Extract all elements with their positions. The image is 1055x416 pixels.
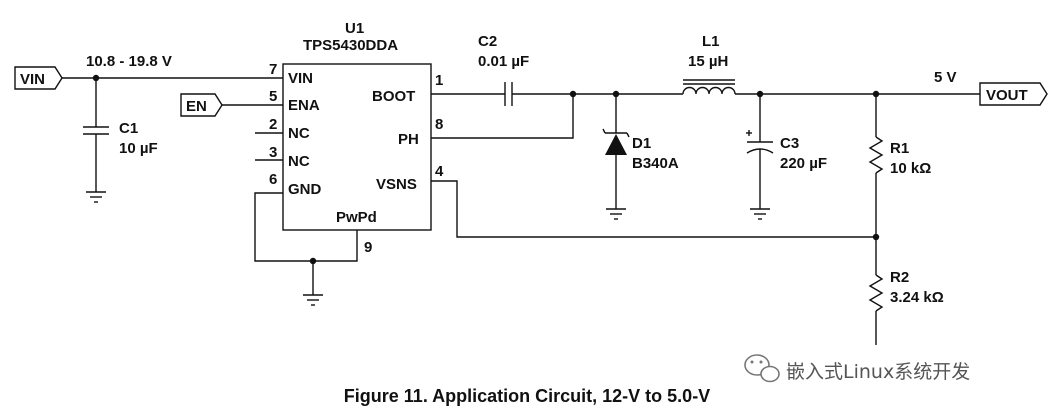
vin-port: VIN [14, 66, 63, 90]
pin2-name: NC [288, 125, 310, 142]
vout-rail-label: 5 V [934, 69, 957, 86]
ph-junction [569, 90, 577, 98]
vout-port-label: VOUT [986, 87, 1028, 104]
pin8-num: 8 [435, 116, 443, 133]
pin2-num: 2 [269, 116, 277, 133]
wechat-watermark: 嵌入式Linux系统开发 [744, 354, 970, 383]
pin3-name: NC [288, 153, 310, 170]
c3-capacitor [746, 94, 774, 220]
l1-ref: L1 [702, 33, 720, 50]
r1-ref: R1 [890, 140, 909, 157]
r2-ref: R2 [890, 269, 909, 286]
pin5-num: 5 [269, 88, 277, 105]
vin-range-label: 10.8 - 19.8 V [86, 53, 172, 70]
c3-ref: C3 [780, 135, 799, 152]
en-port: EN [180, 93, 223, 117]
gnd-loop-wire [254, 192, 358, 262]
d1-ref: D1 [632, 135, 651, 152]
pin1-name: BOOT [372, 88, 415, 105]
pin7-num: 7 [269, 61, 277, 78]
r1-value: 10 kΩ [890, 160, 931, 177]
c1-ref: C1 [119, 120, 138, 137]
ic-ground-symbol [303, 261, 323, 306]
watermark-text: 嵌入式Linux系统开发 [786, 361, 970, 383]
pin6-name: GND [288, 181, 322, 198]
d1-diode [602, 94, 630, 220]
pin1-num: 1 [435, 72, 443, 89]
pin5-name: ENA [288, 97, 320, 114]
ph-wire [431, 94, 574, 139]
pin7-name: VIN [288, 70, 313, 87]
en-port-label: EN [186, 98, 207, 115]
c3-value: 220 µF [780, 155, 827, 172]
l1-inductor [682, 79, 736, 95]
r2-resistor [868, 237, 884, 345]
l1-value: 15 µH [688, 53, 728, 70]
pin4-name: VSNS [376, 176, 417, 193]
c2-ref: C2 [478, 33, 497, 50]
pwpd-name: PwPd [336, 209, 377, 226]
d1-value: B340A [632, 155, 679, 172]
pin3-num: 3 [269, 144, 277, 161]
pin6-num: 6 [269, 171, 277, 188]
c1-value: 10 µF [119, 140, 158, 157]
vout-port: VOUT [979, 82, 1048, 106]
figure-caption: Figure 11. Application Circuit, 12-V to … [344, 386, 710, 406]
pin8-name: PH [398, 131, 419, 148]
pin4-num: 4 [435, 163, 444, 180]
c2-value: 0.01 µF [478, 53, 529, 70]
u1-part: TPS5430DDA [303, 37, 398, 54]
c1-capacitor [83, 78, 109, 203]
pin9-num: 9 [364, 239, 372, 256]
r1-resistor [868, 94, 884, 237]
c2-capacitor [504, 82, 513, 106]
vsns-wire [431, 180, 876, 238]
u1-ref: U1 [345, 20, 364, 37]
wechat-icon [744, 354, 780, 383]
vin-port-label: VIN [20, 71, 45, 88]
r2-value: 3.24 kΩ [890, 289, 944, 306]
